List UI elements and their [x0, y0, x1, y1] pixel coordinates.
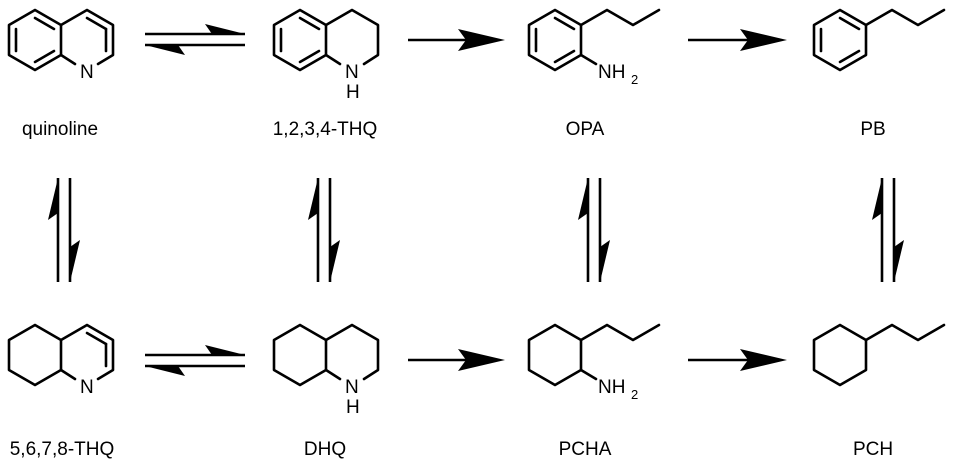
- arrow-thq1234-opa: [408, 29, 505, 51]
- arrow-dhq-pcha: [408, 349, 505, 371]
- label-thq5678: 5,6,7,8-THQ: [10, 439, 115, 460]
- amine-group: NH: [598, 377, 625, 398]
- quinoline-structure: N: [7, 8, 115, 83]
- thq1234-structure: N H: [272, 8, 380, 103]
- label-pcha: PCHA: [559, 439, 612, 460]
- label-thq1234: 1,2,3,4-THQ: [273, 119, 378, 140]
- amine-subscript: 2: [631, 72, 638, 87]
- pch-structure: [812, 323, 946, 387]
- amine-group: NH: [598, 62, 625, 83]
- dhq-structure: N H: [272, 323, 380, 418]
- arrow-opa-pb: [688, 29, 787, 51]
- equilibrium-arrow-thq1234-dhq: [308, 178, 340, 282]
- label-quinoline: quinoline: [22, 119, 98, 140]
- label-opa: OPA: [566, 119, 605, 140]
- hydrogen-atom: H: [346, 82, 360, 103]
- equilibrium-arrow-quinoline-thq1234: [145, 24, 245, 55]
- nitrogen-atom: N: [345, 62, 359, 83]
- thq5678-structure: N: [7, 323, 115, 398]
- equilibrium-arrow-opa-pcha: [578, 178, 610, 282]
- opa-structure: NH 2: [527, 8, 661, 87]
- label-pb: PB: [860, 119, 885, 140]
- nitrogen-atom: N: [80, 377, 94, 398]
- equilibrium-arrow-quinoline-thq5678: [48, 178, 80, 282]
- equilibrium-arrow-pb-pch: [872, 178, 904, 282]
- label-dhq: DHQ: [304, 439, 346, 460]
- arrow-pcha-pch: [688, 349, 787, 371]
- amine-subscript: 2: [631, 387, 638, 402]
- nitrogen-atom: N: [345, 377, 359, 398]
- label-pch: PCH: [853, 439, 893, 460]
- nitrogen-atom: N: [80, 62, 94, 83]
- pb-structure: [812, 8, 946, 72]
- pcha-structure: NH 2: [527, 323, 661, 402]
- hydrogen-atom: H: [346, 397, 360, 418]
- equilibrium-arrow-thq5678-dhq: [145, 345, 245, 376]
